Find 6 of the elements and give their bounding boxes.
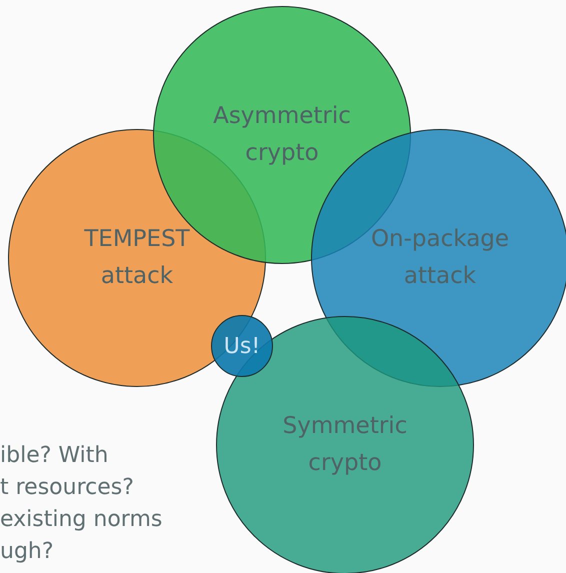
note-text: ible? With t resources? existing norms ugh?: [0, 442, 162, 566]
circle-label: On-package attack: [370, 225, 510, 291]
circle-label: Asymmetric crypto: [212, 102, 352, 168]
circle-label: TEMPEST attack: [83, 225, 191, 291]
circle-label: Us!: [224, 332, 260, 360]
circle-label: Symmetric crypto: [282, 412, 408, 478]
